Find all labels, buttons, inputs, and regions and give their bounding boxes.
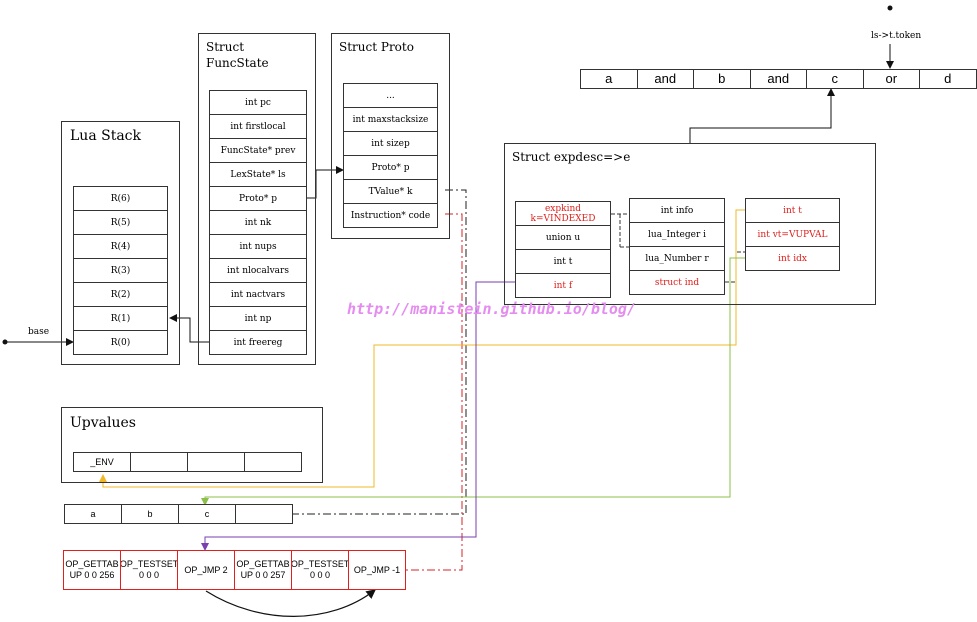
instruction-cell: OP_GETTAB UP 0 0 257 — [234, 550, 292, 590]
funcstate-panel — [198, 33, 316, 365]
upvalue-yellow-line — [99, 209, 745, 488]
instruction-cell: OP_JMP -1 — [348, 550, 406, 590]
expdesc-panel — [504, 143, 876, 305]
instruction-cell: OP_TESTSET 0 0 0 — [120, 550, 178, 590]
funcstate-field: LexState* ls — [209, 162, 307, 187]
proto-field: TValue* k — [343, 179, 438, 204]
proto-title: Struct Proto — [339, 40, 414, 54]
lua-stack-cell: R(2) — [73, 282, 168, 307]
base-label: base — [28, 327, 50, 337]
lua-stack-cell: R(6) — [73, 186, 168, 211]
code-to-instructions-line — [404, 213, 463, 571]
expdesc-ind-field: int vt=VUPVAL — [745, 222, 840, 247]
expdesc-token-arrow — [689, 88, 835, 143]
expdesc-field: union u — [515, 225, 611, 250]
proto-panel — [331, 33, 450, 239]
instruction-cell: OP_GETTAB UP 0 0 256 — [63, 550, 121, 590]
expdesc-ind-field: int idx — [745, 246, 840, 271]
proto-field: ... — [343, 83, 438, 108]
lua-stack-title: Lua Stack — [70, 128, 141, 144]
lua-stack-cell: R(3) — [73, 258, 168, 283]
token-cell: and — [636, 69, 694, 89]
expdesc-union-field: struct ind — [629, 270, 725, 295]
token-pointer-dot — [887, 5, 893, 11]
expdesc-title: Struct expdesc=>e — [512, 150, 631, 164]
funcstate-field: int np — [209, 306, 307, 331]
jump-curve-arrow — [205, 589, 376, 617]
constant-green-line — [201, 257, 745, 506]
token-cell: and — [749, 69, 807, 89]
lua-stack-cell: R(0) — [73, 330, 168, 355]
lua-stack-panel — [61, 121, 180, 365]
lua-stack-cell: R(1) — [73, 306, 168, 331]
funcstate-title-line1: Struct — [206, 40, 245, 54]
upvalues-panel — [61, 407, 323, 483]
token-cell: b — [693, 69, 751, 89]
proto-field: int sizep — [343, 131, 438, 156]
instruction-cell: OP_JMP 2 — [177, 550, 235, 590]
funcstate-field: Proto* p — [209, 186, 307, 211]
token-pointer-label: ls->t.token — [871, 31, 922, 41]
funcstate-field: int nactvars — [209, 282, 307, 307]
constant-cell: c — [178, 504, 236, 524]
jump-purple-line — [201, 281, 515, 551]
upvalue-cell — [244, 452, 302, 472]
expdesc-union-field: int info — [629, 198, 725, 223]
freereg-arrow — [169, 314, 209, 343]
proto-field: int maxstacksize — [343, 107, 438, 132]
funcstate-field: int firstlocal — [209, 114, 307, 139]
expdesc-field: int f — [515, 273, 611, 298]
expdesc-union-field: lua_Integer i — [629, 222, 725, 247]
funcstate-field: int pc — [209, 90, 307, 115]
funcstate-field: int nups — [209, 234, 307, 259]
upvalue-cell — [130, 452, 188, 472]
token-cell: c — [806, 69, 864, 89]
upvalues-title: Upvalues — [70, 415, 136, 431]
lua-stack-cell: R(5) — [73, 210, 168, 235]
funcstate-title-line2: FuncState — [206, 56, 269, 70]
upvalue-cell — [187, 452, 245, 472]
constant-cell: b — [121, 504, 179, 524]
expdesc-union-field: lua_Number r — [629, 246, 725, 271]
proto-pointer-arrow — [307, 166, 344, 199]
expdesc-ind-field: int t — [745, 198, 840, 223]
constant-cell: a — [64, 504, 122, 524]
expdesc-field: expkind k=VINDEXED — [515, 201, 611, 226]
funcstate-field: int nlocalvars — [209, 258, 307, 283]
constant-cell — [235, 504, 293, 524]
upvalue-cell: _ENV — [73, 452, 131, 472]
proto-field: Instruction* code — [343, 203, 438, 228]
funcstate-field: int freereg — [209, 330, 307, 355]
funcstate-field: FuncState* prev — [209, 138, 307, 163]
k-to-constants-line — [292, 189, 467, 515]
funcstate-field: int nk — [209, 210, 307, 235]
instruction-cell: OP_TESTSET 0 0 0 — [291, 550, 349, 590]
lua-stack-cell: R(4) — [73, 234, 168, 259]
token-cell: a — [580, 69, 638, 89]
token-cell: d — [919, 69, 977, 89]
watermark-text: http://manistein.github.io/blog/ — [347, 300, 636, 318]
expdesc-field: int t — [515, 249, 611, 274]
proto-field: Proto* p — [343, 155, 438, 180]
token-cell: or — [862, 69, 920, 89]
